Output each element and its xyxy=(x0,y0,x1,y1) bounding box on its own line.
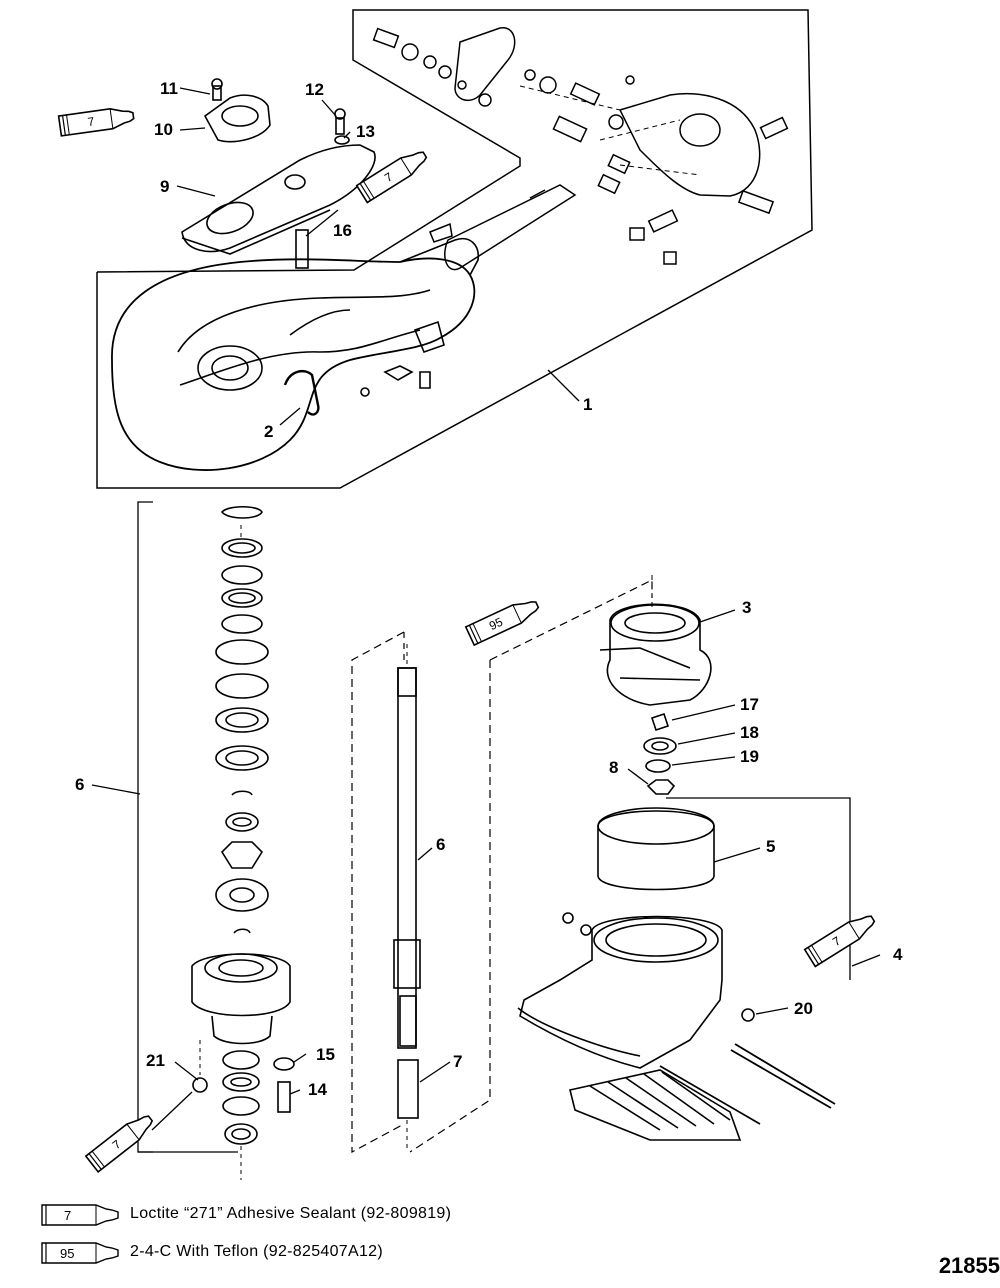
callout-2: 2 xyxy=(264,422,273,441)
grease-tube-shaft: 95 xyxy=(464,594,543,646)
callout-10: 10 xyxy=(154,120,173,139)
shaft-boundary-dash xyxy=(351,631,405,1154)
ride-plate-parts xyxy=(176,78,376,269)
callout-19: 19 xyxy=(740,747,759,766)
impeller-shaft-group xyxy=(351,579,653,1154)
coupler xyxy=(220,841,264,869)
steering-bracket xyxy=(618,92,761,197)
legend-tube-label: 7 xyxy=(64,1208,71,1223)
drive-shaft xyxy=(397,667,417,1049)
legend-tube-icon: 95 xyxy=(41,1242,119,1264)
callout-3: 3 xyxy=(742,598,751,617)
pump-housing-assembly xyxy=(96,9,813,489)
intake-grate xyxy=(569,1069,742,1141)
callout-13: 13 xyxy=(356,122,375,141)
steering-linkage-parts xyxy=(372,27,789,271)
callout-11: 11 xyxy=(160,79,178,98)
impeller-nozzle-group xyxy=(517,575,881,1141)
legend-tube-label: 95 xyxy=(60,1246,74,1261)
steering-arm xyxy=(454,27,516,102)
legend-row-grease: 95 2-4-C With Teflon (92-825407A12) xyxy=(0,1240,1000,1270)
callout-16: 16 xyxy=(333,221,352,240)
nozzle-housing xyxy=(519,915,723,1069)
intake-flange xyxy=(203,94,271,143)
bearing-seal-stack xyxy=(91,501,307,1180)
callout-9: 9 xyxy=(160,177,169,196)
sealant-tube-11: 7 xyxy=(57,104,136,137)
sealant-tube-16: 7 xyxy=(355,145,431,204)
callout-21: 21 xyxy=(146,1051,165,1070)
callout-18: 18 xyxy=(740,723,759,742)
callout-1: 1 xyxy=(583,395,592,414)
pump-housing xyxy=(111,257,476,471)
svg-text:7: 7 xyxy=(87,114,96,129)
wear-ring xyxy=(597,810,715,891)
callout-17: 17 xyxy=(740,695,759,714)
callout-7-sleeve: 7 xyxy=(453,1052,462,1071)
sealant-tube-21: 7 xyxy=(85,1109,158,1173)
callout-14: 14 xyxy=(308,1080,327,1099)
steering-sleeve xyxy=(444,184,577,271)
ride-plate xyxy=(181,144,376,253)
legend-tube-icon: 7 xyxy=(41,1204,119,1226)
callout-8: 8 xyxy=(609,758,618,777)
sealant-tube-20: 7 xyxy=(803,909,879,968)
diagram-reference-number: 21855 xyxy=(938,1253,1000,1278)
water-hose xyxy=(283,369,320,416)
legend-text: 2-4-C With Teflon (92-825407A12) xyxy=(130,1243,383,1260)
impeller xyxy=(606,603,712,706)
callout-15: 15 xyxy=(316,1045,335,1064)
bearing-housing xyxy=(191,953,291,1017)
callout-6-stack: 6 xyxy=(75,775,84,794)
callout-4: 4 xyxy=(893,945,903,964)
shaft-sleeve xyxy=(397,1059,419,1119)
svg-text:95: 95 xyxy=(487,615,505,633)
callout-5: 5 xyxy=(766,837,775,856)
legend-row-loctite: 7 Loctite “271” Adhesive Sealant (92-809… xyxy=(0,1202,1000,1232)
callout-20: 20 xyxy=(794,999,813,1018)
legend-text: Loctite “271” Adhesive Sealant (92-80981… xyxy=(130,1205,452,1222)
callout-12: 12 xyxy=(305,80,324,99)
callout-6-shaft: 6 xyxy=(436,835,445,854)
assembly-boundary xyxy=(96,9,813,489)
